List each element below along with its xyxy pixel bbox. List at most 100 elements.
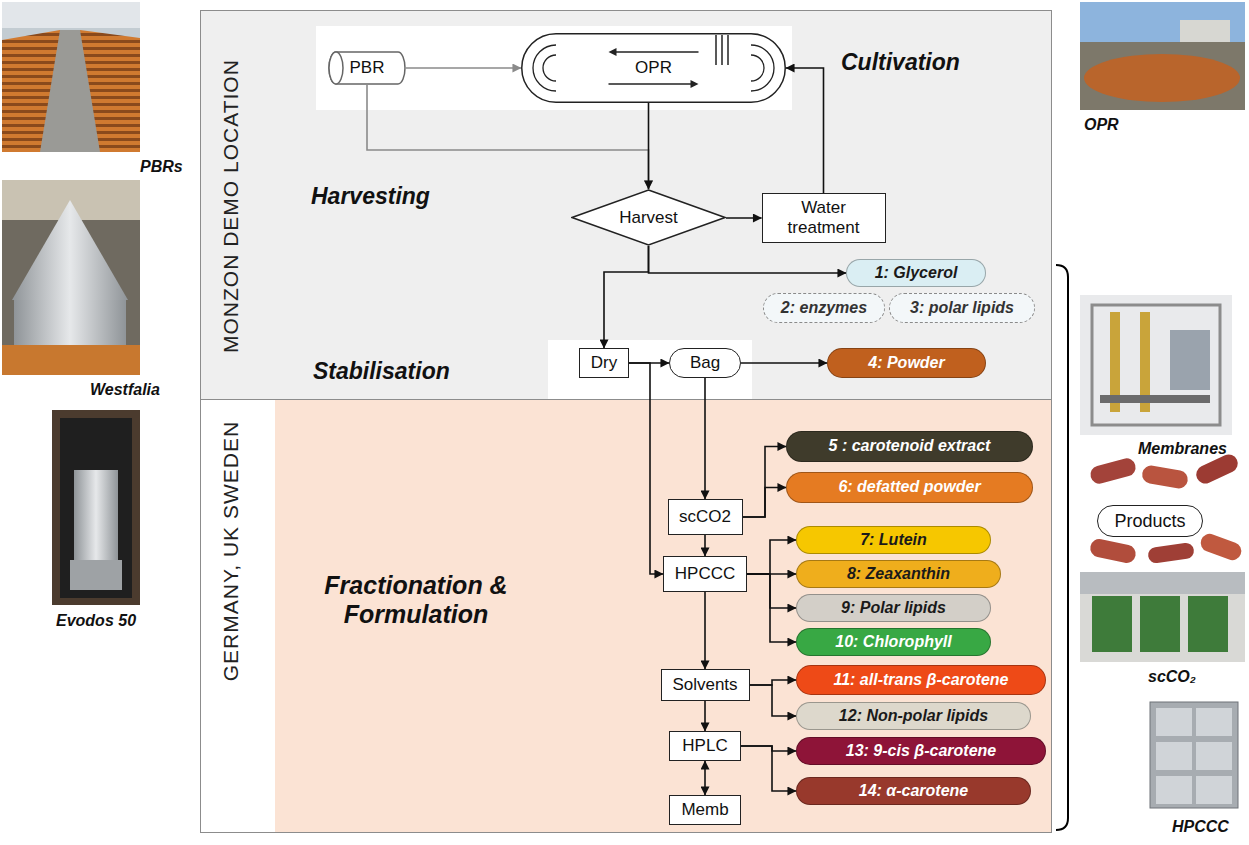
flow-arrow (648, 103, 650, 189)
node-text: 4: Powder (868, 354, 944, 372)
node-text: Bag (690, 353, 720, 373)
process-box: HPLC (669, 731, 741, 761)
flow-arrow (741, 746, 796, 791)
photo-part (2, 2, 140, 28)
flow-arrow (747, 574, 796, 642)
node-text: 8: Zeaxanthin (847, 565, 950, 583)
products-box: Products (1097, 505, 1203, 537)
photo-part (1092, 305, 1220, 425)
product-pill: 1: Glycerol (846, 259, 986, 287)
node-text: Memb (681, 800, 728, 820)
stage-heading: Stabilisation (313, 358, 450, 384)
photo-part (1080, 295, 1232, 435)
photo-part (1196, 742, 1232, 770)
decision-diamond: Harvest (571, 189, 726, 246)
bracket (1056, 265, 1068, 830)
flow-arrow (750, 680, 797, 685)
stage-ground (316, 26, 792, 110)
region-fill (275, 400, 1051, 832)
photo-part (1170, 330, 1210, 390)
photo-part (52, 410, 140, 605)
node-text: 11: all-trans β-carotene (833, 671, 1008, 689)
capsule (1088, 456, 1137, 485)
node-text: 5 : carotenoid extract (829, 437, 991, 455)
process-box: scCO2 (668, 499, 743, 535)
node-text: HPCCC (675, 564, 735, 584)
photo-caption: OPR (1084, 116, 1119, 134)
optional-product-pill: 2: enzymes (763, 293, 885, 323)
flow-arrow (743, 447, 787, 518)
capsule (1141, 464, 1189, 490)
location-title: GERMANY, UK SWEDEN (219, 421, 243, 681)
photo-part (1196, 776, 1232, 804)
stage-heading: Cultivation (841, 49, 960, 75)
node-text: 14: α-carotene (859, 782, 969, 800)
flow-arrow (604, 246, 649, 348)
photo-part (1092, 596, 1132, 652)
region-fill (200, 399, 1052, 833)
extractor-photo (1080, 572, 1245, 662)
photo-part (1196, 708, 1232, 736)
photo-part (40, 30, 100, 152)
flow-arrow (726, 217, 762, 219)
node-text: Products (1114, 511, 1185, 532)
node-text: HPLC (682, 736, 727, 756)
photo-part (1100, 395, 1210, 403)
node-text: Water treatment (771, 198, 876, 237)
photo-caption: Westfalia (90, 381, 160, 399)
process-box: Solvents (661, 669, 750, 701)
flow-arrow (629, 362, 669, 364)
region-fill (200, 10, 1052, 400)
photo-part (1188, 596, 1228, 652)
photo-part (74, 470, 118, 560)
node-text: Solvents (672, 675, 737, 695)
photo-part (1080, 2, 1245, 42)
product-pill: 6: defatted powder (786, 472, 1033, 503)
photo-caption: Membranes (1138, 440, 1227, 458)
node-text: 10: Chlorophyll (835, 633, 951, 651)
node-text: 9: Polar lipids (841, 599, 946, 617)
flow-arrow (747, 573, 796, 575)
photo-part (1150, 702, 1238, 808)
flow-arrow (741, 746, 796, 751)
region-panel: MONZON DEMO LOCATIONCultivationHarvestin… (200, 10, 1052, 400)
capsule-photo (1088, 452, 1243, 565)
photo-part (1156, 742, 1192, 770)
process-box: HPCCC (663, 556, 747, 592)
photo-part (1156, 776, 1192, 804)
flow-arrow (704, 701, 706, 731)
flow-arrow (704, 535, 706, 556)
photo-part (1080, 572, 1245, 662)
product-pill: 12: Non-polar lipids (796, 702, 1031, 730)
flow-arrow (629, 363, 663, 574)
photo-caption: HPCCC (1172, 818, 1229, 836)
flow-arrow (747, 574, 796, 608)
node-text: 12: Non-polar lipids (839, 707, 988, 725)
bag-box: Bag (669, 348, 741, 378)
capsule (1089, 537, 1138, 564)
node-text: 3: polar lipids (910, 299, 1014, 317)
photo-part (2, 2, 140, 152)
node-text: 1: Glycerol (875, 264, 958, 282)
product-pill: 9: Polar lipids (796, 594, 991, 622)
stage-ground (548, 340, 752, 399)
node-text: PBR (350, 58, 385, 78)
photo-part (60, 418, 132, 598)
flow-arrow (367, 85, 649, 189)
capsule (1147, 542, 1195, 564)
photo-part (1084, 54, 1240, 102)
product-pill: 10: Chlorophyll (796, 628, 991, 656)
photo-part (14, 300, 126, 345)
photo-part (2, 180, 140, 375)
flow-arrow (649, 246, 847, 273)
flow-arrow (786, 68, 824, 193)
node-text: scCO2 (679, 507, 731, 527)
photo-caption: scCO₂ (1148, 668, 1196, 686)
node-text: 13: 9-cis β-carotene (846, 742, 996, 760)
photo-part (1140, 596, 1180, 652)
product-pill: 5 : carotenoid extract (786, 431, 1033, 462)
membrane-photo (1080, 295, 1232, 435)
pbr-photo (2, 2, 140, 152)
